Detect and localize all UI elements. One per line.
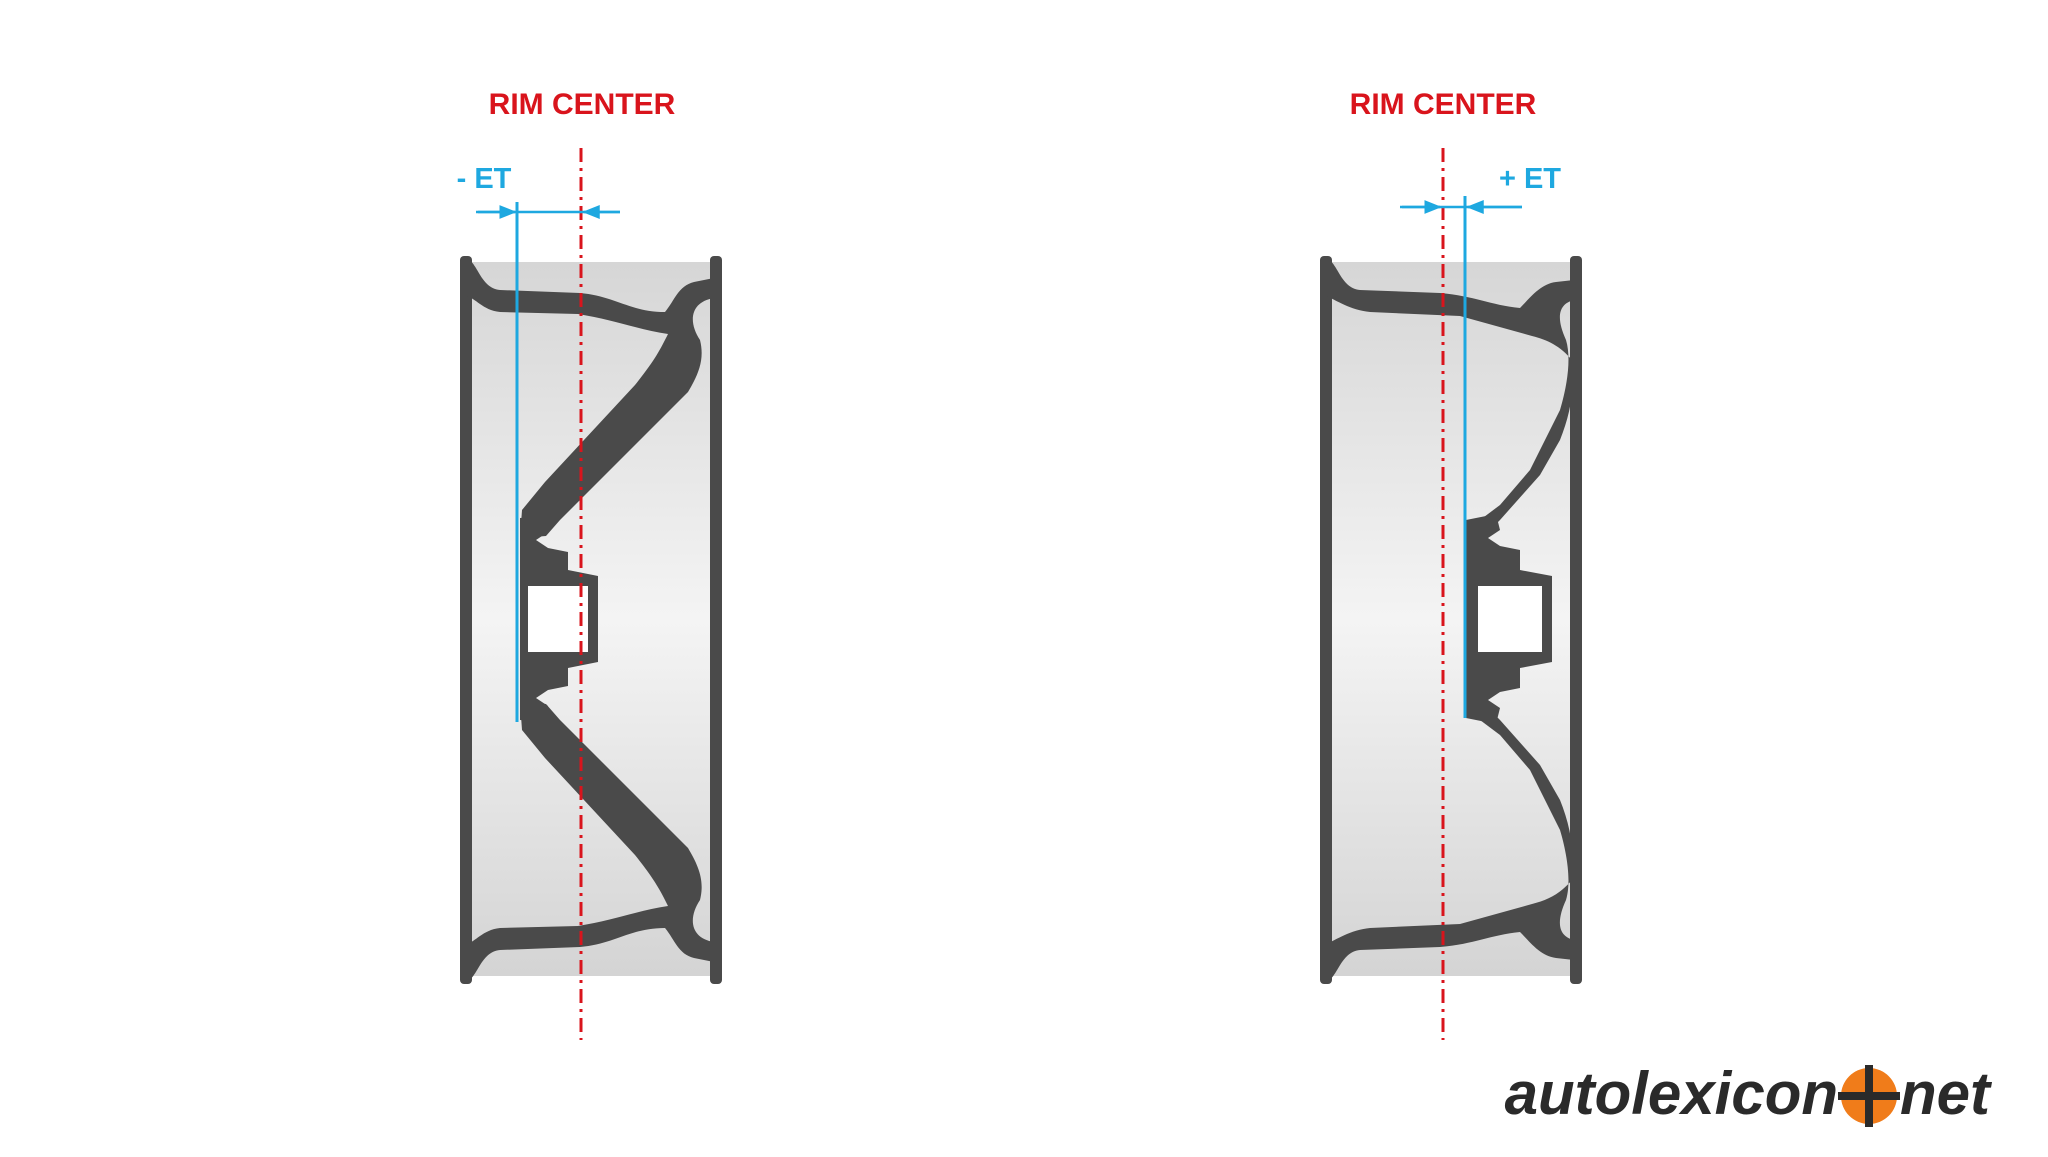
logo-word-net: net [1900, 1060, 1993, 1127]
rim-body-bottom [1326, 694, 1574, 982]
rim-body-bottom [466, 702, 714, 982]
rim-center-label-left: RIM CENTER [489, 88, 676, 121]
rim-body-top [466, 258, 714, 538]
rim-outer-flange [460, 256, 472, 984]
rim-inner-flange [1570, 256, 1582, 984]
autolexicon-logo: autolexicon net [1505, 1060, 1993, 1127]
negative-offset-label: - ET [457, 163, 512, 195]
rim-inner-flange [710, 256, 722, 984]
hub-bore [528, 586, 588, 652]
rim-outer-flange [1320, 256, 1332, 984]
rim-body-top [1326, 258, 1574, 546]
wheel-cross-section-negative [460, 256, 722, 984]
wheel-cross-section-positive [1320, 256, 1582, 984]
target-crosshair-icon [1838, 1065, 1900, 1127]
logo-word-autolexicon: autolexicon [1505, 1060, 1838, 1127]
rim-center-label-right: RIM CENTER [1350, 88, 1537, 121]
positive-offset-label: + ET [1499, 163, 1561, 195]
hub-bore [1478, 586, 1542, 652]
